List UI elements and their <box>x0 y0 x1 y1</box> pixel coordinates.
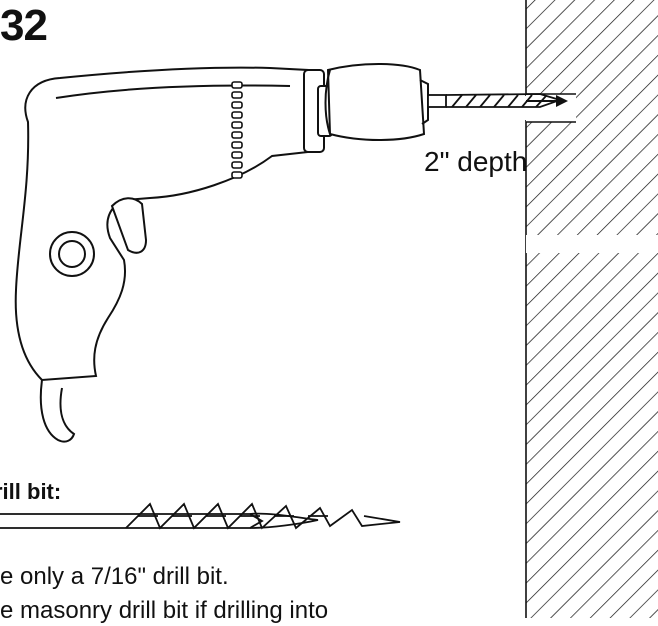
depth-label: 2" depth <box>424 146 528 177</box>
step-number: 32 <box>0 1 48 50</box>
drill-bit-note: se only a 7/16" drill bit. <box>0 563 229 590</box>
drill-icon <box>14 63 429 443</box>
arrow-icon <box>526 95 568 107</box>
masonry-note: se masonry drill bit if drilling into <box>0 597 329 624</box>
drill-bit-heading: rill bit: <box>0 479 62 504</box>
drill-bit-icon <box>427 93 563 108</box>
wall-hatch-icon <box>525 0 658 618</box>
drill-bit-diagram <box>0 502 401 530</box>
